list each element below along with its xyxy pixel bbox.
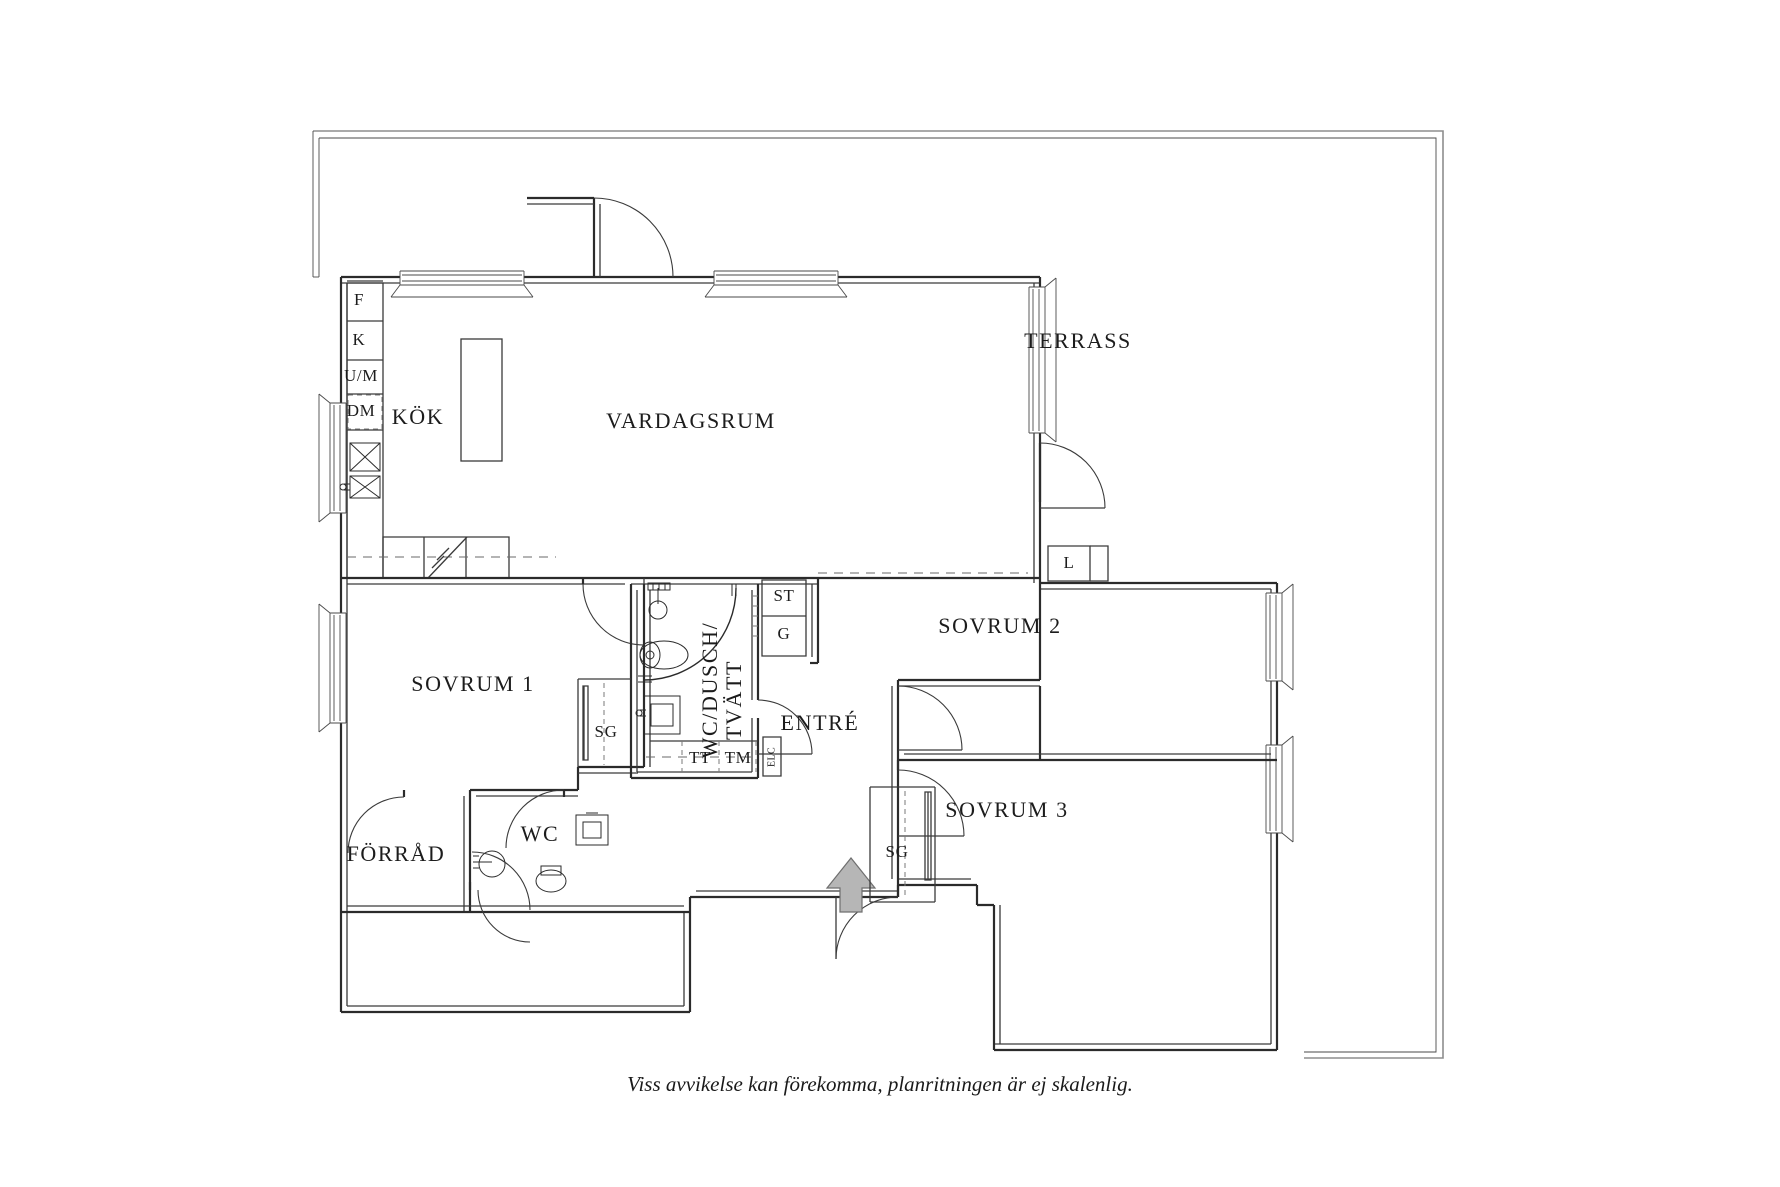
appliance-label-elc: ELC — [766, 747, 777, 767]
room-label-wc-dusch-tvatt-line1: WC/DUSCH/ — [697, 622, 722, 759]
appliance-label-sg-bedroom3: SG — [886, 842, 909, 861]
door-bedroom2 — [897, 685, 963, 751]
appliance-label-g: G — [778, 624, 791, 643]
appliance-label-um: U/M — [344, 366, 378, 385]
window-east-bedroom3 — [1265, 735, 1294, 843]
window-east-living — [1028, 277, 1057, 443]
room-label-forrad: FÖRRÅD — [347, 841, 446, 866]
window-north-kitchen — [390, 270, 534, 298]
wardrobe-sg-bedroom3 — [869, 786, 936, 903]
bathroom-laundry-walls — [629, 584, 760, 780]
room-label-sovrum2: SOVRUM 2 — [938, 613, 1061, 638]
interior-wall-hall-north — [341, 576, 1040, 585]
room-label-vardagsrum: VARDAGSRUM — [606, 408, 776, 433]
wc-lower-fixtures — [471, 812, 609, 911]
bedroom1-walls — [341, 584, 690, 914]
room-label-sovrum3: SOVRUM 3 — [945, 797, 1068, 822]
appliance-labels: F K U/M DM ST G L SG SG TT TM ELC — [344, 290, 1074, 861]
appliance-label-f: F — [354, 290, 364, 309]
appliance-label-tm: TM — [725, 748, 752, 767]
room-label-sovrum1: SOVRUM 1 — [411, 671, 534, 696]
window-north-living — [704, 270, 848, 298]
closet-l-bedroom2 — [1047, 545, 1109, 582]
laundry-units — [646, 736, 782, 777]
bathroom-fixtures — [635, 582, 737, 735]
room-label-wc: WC — [521, 821, 560, 846]
plan-caption: Viss avvikelse kan förekomma, planritnin… — [627, 1072, 1133, 1096]
door-bedroom1-lower — [505, 789, 566, 849]
stair-step-symbol — [347, 536, 556, 579]
room-label-wc-dusch-tvatt-line2: TVÄTT — [721, 660, 746, 740]
door-terrace-east — [1038, 442, 1106, 509]
door-wc-lower — [468, 882, 531, 943]
window-west-bedroom1 — [318, 603, 347, 733]
entrance-arrow-icon — [825, 857, 877, 913]
appliance-label-st: ST — [773, 586, 794, 605]
room-label-kok: KÖK — [392, 404, 444, 429]
kitchen-island — [460, 338, 503, 462]
appliance-label-l: L — [1064, 553, 1075, 572]
room-labels: TERRASS KÖK VARDAGSRUM SOVRUM 1 SOVRUM 2… — [347, 328, 1132, 866]
window-west-kitchen — [318, 393, 347, 523]
wardrobe-sg-hall — [577, 678, 631, 767]
appliance-label-tt: TT — [689, 748, 711, 767]
room-label-entre: ENTRÉ — [781, 710, 860, 735]
door-bathroom — [757, 699, 813, 755]
door-forrad — [347, 790, 406, 854]
window-east-bedroom2 — [1265, 583, 1294, 691]
bedroom2-3-divider — [896, 753, 1277, 770]
room-label-terrass: TERRASS — [1024, 328, 1132, 353]
appliance-label-k: K — [353, 330, 366, 349]
entre-walls — [810, 578, 1042, 885]
appliance-label-dm: DM — [347, 401, 376, 420]
door-terrace-north — [527, 196, 674, 278]
closet-st-g — [753, 572, 1028, 657]
terrace-outline — [312, 130, 1444, 1059]
appliance-label-sg-hall: SG — [595, 722, 618, 741]
entrance-door — [835, 885, 900, 960]
